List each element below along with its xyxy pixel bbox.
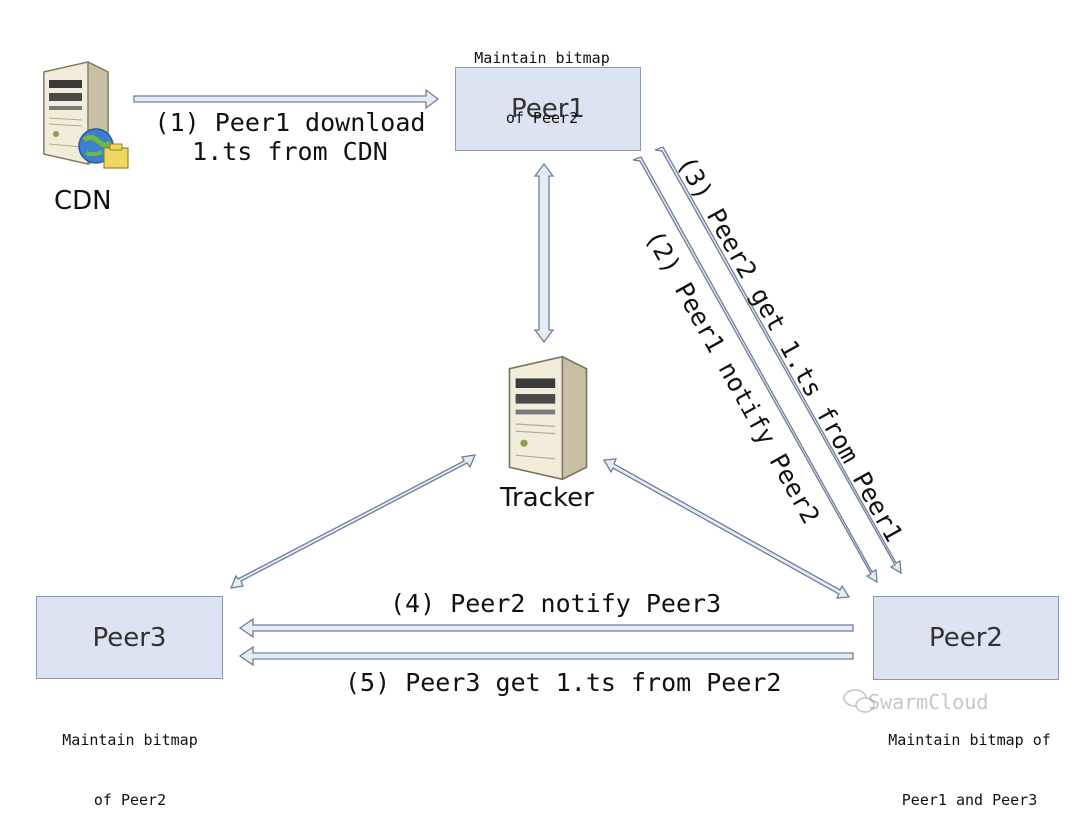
peer3-note: Maintain bitmap of Peer2 xyxy=(40,690,220,830)
step1-label: (1) Peer1 download 1.ts from CDN xyxy=(150,108,430,166)
peer2-label: Peer2 xyxy=(929,623,1003,653)
arrow-tracker-peer3 xyxy=(229,454,477,589)
peer3-node: Peer3 xyxy=(36,596,223,679)
arrow-peer3-get-from-peer2 xyxy=(238,645,854,667)
arrow-peer2-notify-peer3 xyxy=(238,617,854,639)
cdn-server-icon xyxy=(43,61,129,169)
peer1-note: Maintain bitmap of Peer2 xyxy=(452,8,632,148)
step1-line2: 1.ts from CDN xyxy=(192,137,388,166)
peer2-note-line2: Peer1 and Peer3 xyxy=(901,791,1038,809)
watermark-text: SwarmCloud xyxy=(868,690,989,714)
tracker-server-icon xyxy=(508,355,588,481)
arrow-cdn-to-peer1 xyxy=(133,88,440,110)
wechat-watermark-icon xyxy=(843,689,875,713)
peer1-note-line2: of Peer2 xyxy=(505,109,579,127)
peer1-note-line1: Maintain bitmap xyxy=(474,49,610,67)
arrows-layer xyxy=(43,61,902,713)
step1-line1: (1) Peer1 download xyxy=(154,108,426,137)
peer3-note-line1: Maintain bitmap xyxy=(62,731,198,749)
peer2-note-line1: Maintain bitmap of xyxy=(888,731,1051,749)
peer3-note-line2: of Peer2 xyxy=(93,791,167,809)
arrow-peer1-notify-peer2 xyxy=(632,156,878,584)
arrow-peer1-tracker xyxy=(533,162,555,344)
cdn-label: CDN xyxy=(54,186,112,216)
arrow-peer2-get-from-peer1 xyxy=(654,146,902,575)
peer1-node: Peer1 xyxy=(455,67,641,151)
step5-label: (5) Peer3 get 1.ts from Peer2 xyxy=(345,668,782,697)
step4-label: (4) Peer2 notify Peer3 xyxy=(390,589,722,618)
arrow-tracker-peer2 xyxy=(602,458,851,599)
peer1-label: Peer1 xyxy=(511,94,585,124)
peer2-node: Peer2 xyxy=(873,596,1059,680)
peer3-label: Peer3 xyxy=(92,622,167,653)
tracker-label: Tracker xyxy=(500,483,594,513)
